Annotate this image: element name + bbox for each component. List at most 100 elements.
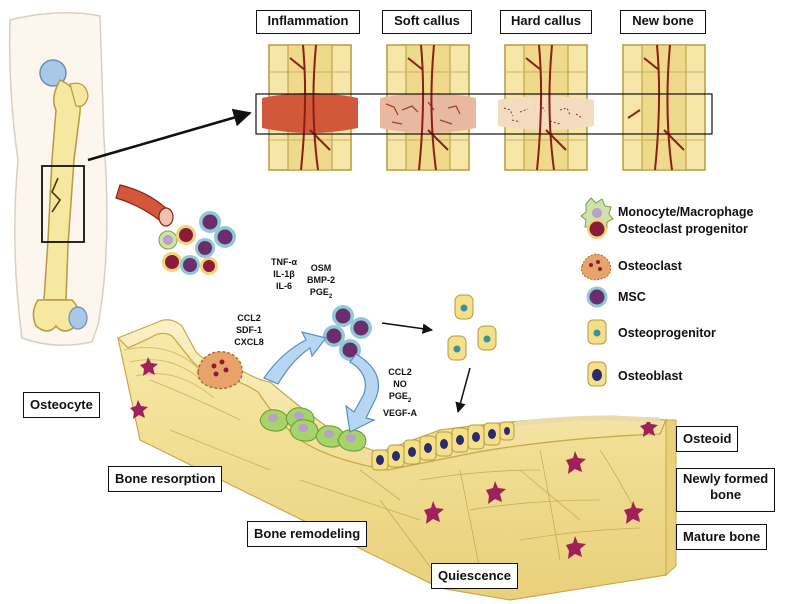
molecule-label: TNF-α [270, 257, 298, 267]
fracture-line [51, 177, 62, 213]
osteocyte-cell [566, 451, 586, 474]
osteoprogenitor-to-osteoblast-arrow [455, 367, 471, 414]
chemokine-list-ccl2: CCL2 SDF-1 CXCL8 [227, 312, 271, 348]
osteocyte-cell [424, 501, 444, 524]
cytokine-list-osm: OSM BMP-2 PGE2 [298, 262, 344, 303]
leg-with-femur [8, 12, 108, 346]
osteoblast-cell [403, 439, 421, 465]
legend-label-osteoclast-progenitor: Osteoclast progenitor [618, 222, 748, 236]
curved-arrow-to-msc [263, 331, 328, 385]
stage-section-new-bone [622, 44, 706, 171]
msc-cell [323, 325, 345, 347]
osteoclast-icon [581, 253, 612, 281]
stage-section-inflammation [262, 44, 358, 171]
label-bone-remodeling: Bone remodeling [247, 521, 368, 547]
molecule-label: NO [393, 379, 407, 389]
molecule-label: IL-6 [275, 281, 292, 291]
osteocytes [130, 357, 658, 559]
legend-label-osteoprogenitor: Osteoprogenitor [618, 326, 716, 340]
bone-end-face [665, 419, 677, 577]
stage-section-hard-callus [498, 44, 594, 171]
msc-icon [586, 286, 608, 308]
msc-cell [180, 255, 200, 275]
zoom-arrow [87, 108, 252, 162]
label-bone-resorption: Bone resorption [108, 466, 223, 492]
molecule-label: OSM [310, 263, 332, 273]
msc-cell [199, 211, 221, 233]
healing-stages [255, 44, 713, 171]
legend-label-osteoblast: Osteoblast [618, 369, 683, 383]
monocyte-cell [289, 419, 319, 442]
osteocyte-cell [640, 418, 658, 437]
chemokine-list-ccl2-no: CCL2 NO PGE2 VEGF-A [376, 366, 424, 419]
osteocyte-cell [140, 357, 158, 376]
greater-trochanter [69, 82, 89, 107]
msc-cell [214, 226, 236, 248]
osteocyte-cell [566, 536, 586, 559]
molecule-label: CCL2 [237, 313, 261, 323]
blood-vessel [115, 184, 174, 227]
stage-label-soft-callus: Soft callus [382, 10, 472, 34]
msc-cell [195, 238, 215, 258]
osteoclast-progenitor-cell [200, 257, 218, 275]
label-newly-formed-bone-line-1: Newly formed [683, 471, 769, 486]
legend-icons [580, 197, 614, 387]
stage-label-hard-callus: Hard callus [500, 10, 592, 34]
monocyte-cell [337, 429, 367, 452]
molecule-label: PGE2 [388, 391, 412, 404]
msc-cell [350, 317, 372, 339]
label-osteocyte: Osteocyte [23, 392, 100, 418]
osteoclast-in-pit [197, 351, 243, 390]
msc-cluster [323, 305, 372, 361]
osteoclast-progenitor-cell [176, 225, 196, 245]
molecule-label: BMP-2 [306, 275, 335, 285]
canaliculi-network [149, 379, 641, 581]
osteoblast-cell [467, 424, 485, 450]
monocyte-cell [315, 425, 345, 448]
osteoprogenitor-icon [587, 319, 607, 345]
curved-arrow-to-surface [345, 353, 380, 433]
stage-label-new-bone: New bone [620, 10, 706, 34]
osteoprogenitor-cell [447, 335, 467, 361]
molecule-label: CCL2 [388, 367, 412, 377]
osteocyte-cell [130, 400, 148, 419]
msc-to-osteoprogenitor-arrow [381, 322, 434, 334]
osteoblast-cell [499, 421, 515, 441]
cytokine-list-tnf: TNF-α IL-1β IL-6 [264, 256, 304, 292]
osteoblast-cell [483, 422, 501, 446]
recruited-cells-cluster [158, 211, 236, 275]
osteoblast-cell [387, 444, 405, 468]
legend-label-osteoclast: Osteoclast [618, 259, 682, 273]
stage-section-soft-callus [380, 44, 476, 171]
process-arrows [263, 322, 471, 433]
msc-cell [332, 305, 354, 327]
molecule-label: IL-1β [273, 269, 295, 279]
osteoblast-cell [371, 449, 389, 471]
label-osteoid: Osteoid [676, 426, 739, 452]
fracture-zoom-box [41, 165, 85, 243]
legend-label-msc: MSC [618, 290, 646, 304]
osteoblast-cell [419, 435, 437, 461]
osteoclast-progenitor-cell [162, 252, 182, 272]
patella [68, 306, 88, 330]
label-quiescence: Quiescence [431, 563, 518, 589]
osteoclast-progenitor-icon [587, 219, 607, 239]
label-newly-formed-bone-line-2: bone [710, 487, 742, 502]
surface-monocytes [259, 407, 367, 452]
label-mature-bone: Mature bone [676, 524, 768, 550]
monocyte-cell [158, 230, 178, 250]
osteoid-layer [515, 415, 661, 427]
osteoblast-icon [587, 361, 607, 387]
osteoprogenitor-cell [477, 325, 497, 351]
osteoblast-cell [451, 427, 469, 453]
osteoblast-cell [435, 431, 453, 457]
molecule-label: CXCL8 [234, 337, 264, 347]
osteoprogenitor-cluster [447, 294, 497, 361]
molecule-label: PGE2 [309, 287, 333, 300]
monocyte-cell [259, 409, 289, 432]
osteoprogenitor-cell [454, 294, 474, 320]
osteocyte-cell [624, 501, 644, 524]
label-newly-formed-bone: Newly formed bone [676, 468, 776, 512]
stage-label-inflammation: Inflammation [256, 10, 360, 34]
